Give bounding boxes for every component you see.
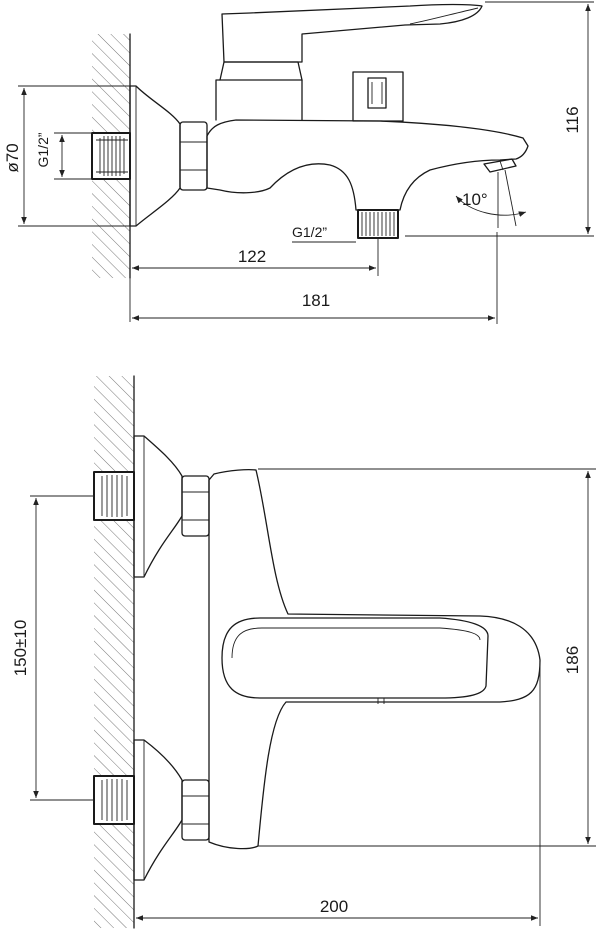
top-view: 116 ø70 G1/2” G1/2” 10° [3, 1, 594, 324]
dim-height-front-label: 186 [563, 646, 582, 674]
dim-outlet-thread-label: G1/2” [292, 224, 327, 240]
hex-nut-top [179, 121, 208, 191]
lever-handle-front [221, 617, 489, 699]
mixer-body-front [208, 468, 541, 850]
dim-diameter-top: ø70 [3, 85, 130, 227]
diverter-knob-top [352, 71, 404, 122]
dim-height-front: 186 [258, 468, 596, 847]
dim-outlet-thread-top: G1/2” [292, 224, 356, 243]
lever-handle-top [221, 3, 483, 63]
mixer-body-top [206, 119, 529, 211]
dim-diameter-label: ø70 [3, 143, 22, 172]
dim-inlet-thread-label: G1/2” [35, 132, 51, 167]
outlet-thread-top [357, 209, 399, 239]
dim-height-top: 116 [405, 1, 594, 237]
dim-inlet-thread-top: G1/2” [35, 132, 92, 180]
dim-height-label: 116 [563, 106, 582, 133]
cartridge-housing-top [215, 79, 303, 121]
wall-hatch-front [94, 376, 134, 928]
dim-outlet-offset-label: 122 [238, 247, 266, 266]
dim-centers-front: 150±10 [11, 495, 94, 801]
inlet-thread-top [91, 132, 131, 180]
dim-spout-angle-top: 10° [455, 169, 527, 228]
flange-top [129, 85, 181, 227]
dim-outlet-offset-top: 122 [129, 238, 379, 322]
dim-overall-depth-top: 181 [132, 232, 498, 324]
aerator-top [483, 158, 517, 173]
dim-overall-depth-label: 181 [302, 291, 330, 310]
dim-centers-label: 150±10 [11, 620, 30, 677]
lower-inlet-front [93, 739, 210, 881]
front-view: 150±10 186 200 [11, 375, 596, 929]
upper-inlet-front [93, 435, 210, 578]
dim-width-front: 200 [136, 662, 541, 926]
dim-width-front-label: 200 [320, 897, 348, 916]
dim-spout-angle-label: 10° [462, 190, 488, 209]
